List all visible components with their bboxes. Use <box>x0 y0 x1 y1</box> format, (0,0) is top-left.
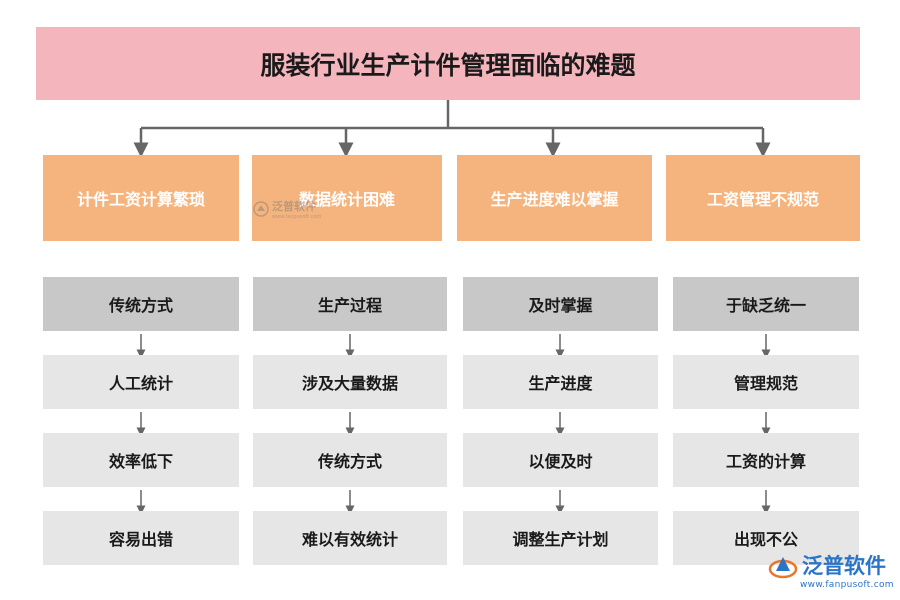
step-box: 生产进度 <box>463 355 658 409</box>
watermark-small-name: 泛普软件 <box>272 200 316 213</box>
category-box-1: 计件工资计算繁琐 <box>43 155 239 241</box>
diagram-title: 服装行业生产计件管理面临的难题 <box>36 27 860 100</box>
step-box: 出现不公 <box>673 511 859 565</box>
step-box: 人工统计 <box>43 355 239 409</box>
step-box: 及时掌握 <box>463 277 658 331</box>
category-box-3: 生产进度难以掌握 <box>457 155 652 241</box>
step-box: 传统方式 <box>43 277 239 331</box>
fanpu-logo-icon <box>768 557 798 579</box>
brand-name: 泛普软件 <box>802 553 886 578</box>
step-box: 难以有效统计 <box>253 511 447 565</box>
watermark-small: 泛普软件 www.fanpusoft.com <box>253 198 321 220</box>
step-box: 传统方式 <box>253 433 447 487</box>
brand-logo: 泛普软件 <box>768 553 886 579</box>
category-box-4: 工资管理不规范 <box>666 155 860 241</box>
step-box: 以便及时 <box>463 433 658 487</box>
step-box: 于缺乏统一 <box>673 277 859 331</box>
step-box: 涉及大量数据 <box>253 355 447 409</box>
fanpu-logo-icon <box>253 201 269 217</box>
watermark-small-url: www.fanpusoft.com <box>272 214 322 220</box>
step-box: 调整生产计划 <box>463 511 658 565</box>
step-box: 容易出错 <box>43 511 239 565</box>
step-box: 管理规范 <box>673 355 859 409</box>
step-box: 生产过程 <box>253 277 447 331</box>
category-box-2: 数据统计困难 <box>252 155 442 241</box>
brand-url: www.fanpusoft.com <box>800 580 894 590</box>
step-box: 工资的计算 <box>673 433 859 487</box>
step-box: 效率低下 <box>43 433 239 487</box>
